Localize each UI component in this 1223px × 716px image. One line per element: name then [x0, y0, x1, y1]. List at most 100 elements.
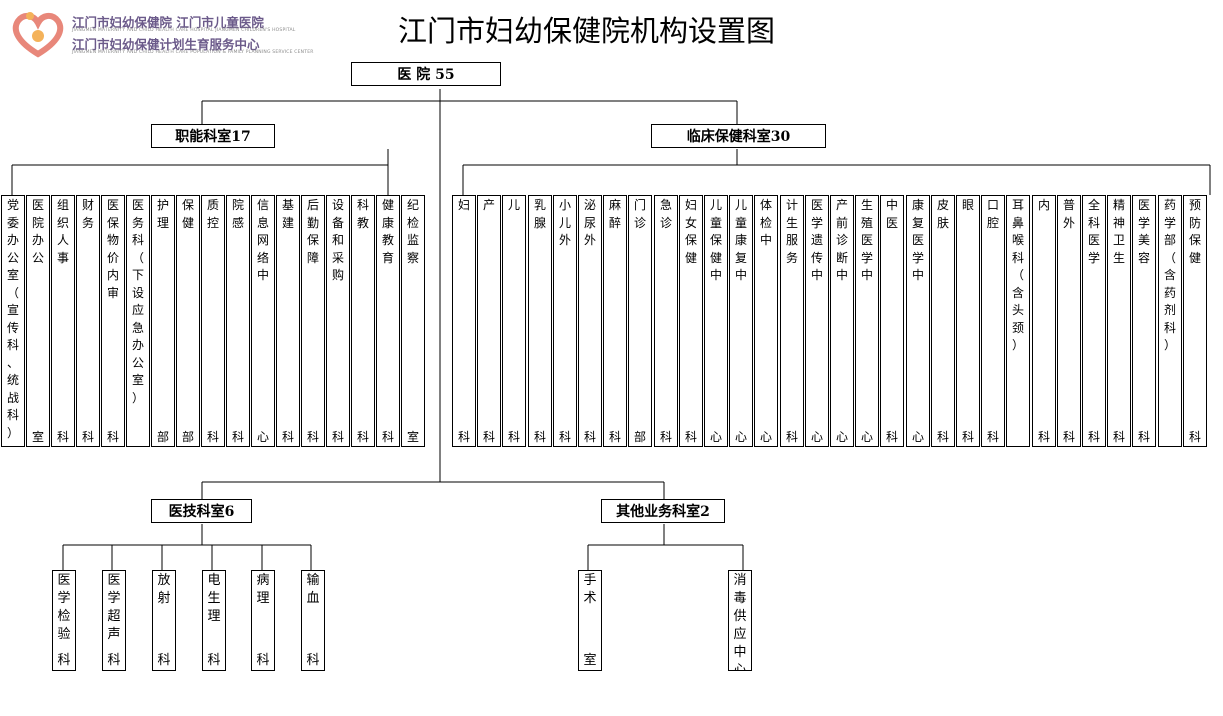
department-suffix: 科: [533, 429, 546, 444]
department-name: 放射: [157, 573, 171, 606]
department-suffix: 心: [759, 429, 772, 444]
department-box: 财务科: [76, 195, 100, 447]
department-box: 妇女保健科: [679, 195, 703, 447]
department-box: 输血科: [301, 570, 325, 671]
department-box: 耳鼻喉科（含头颈）: [1006, 195, 1030, 447]
department-box: 医务科（下设应急办公室）: [126, 195, 150, 447]
department-box: 泌尿外科: [578, 195, 602, 447]
department-name: 基建: [281, 198, 294, 230]
department-box: 妇科: [452, 195, 476, 447]
page-title: 江门市妇幼保健院机构设置图: [398, 14, 776, 48]
department-box: 科教科: [351, 195, 375, 447]
department-name: 眼: [961, 198, 974, 212]
department-suffix: 科: [157, 653, 171, 668]
logo-line-2-en: JIANGMEN MATERNITY AND CHILD HEALTH CARE…: [72, 50, 314, 55]
department-box: 中医科: [880, 195, 904, 447]
department-box: 眼科: [956, 195, 980, 447]
department-box: 产科: [477, 195, 501, 447]
department-name: 儿: [507, 198, 520, 212]
department-suffix: 科: [106, 429, 119, 444]
department-suffix: 科: [1137, 429, 1150, 444]
department-name: 护理: [156, 198, 169, 230]
department-name: 妇: [457, 198, 470, 212]
department-name: 财务: [81, 198, 94, 230]
department-name: 儿童康复中: [734, 198, 747, 282]
logo-line-1: 江门市妇幼保健院 江门市儿童医院: [72, 15, 264, 30]
department-name: 保健: [181, 198, 194, 230]
department-suffix: 科: [81, 429, 94, 444]
department-name: 中医: [885, 198, 898, 230]
department-name: 党委办公室（宣传科、统战科）: [6, 198, 19, 440]
department-box: 医保物价内审科: [101, 195, 125, 447]
department-name: 纪检监察: [406, 198, 419, 265]
department-box: 精神卫生科: [1107, 195, 1131, 447]
department-suffix: 科: [961, 429, 974, 444]
department-suffix: 心: [860, 429, 873, 444]
department-box: 信息网络中心: [251, 195, 275, 447]
department-suffix: 科: [306, 653, 320, 668]
department-name: 药学部（含药剂科）: [1163, 198, 1176, 352]
department-box: 产前诊断中心: [830, 195, 854, 447]
department-suffix: 科: [207, 653, 221, 668]
department-name: 耳鼻喉科（含头颈）: [1011, 198, 1024, 352]
department-name: 科教: [356, 198, 369, 230]
department-name: 康复医学中: [911, 198, 924, 282]
department-suffix: 科: [306, 429, 319, 444]
department-suffix: 科: [785, 429, 798, 444]
department-name: 后勤保障: [306, 198, 319, 265]
department-box: 医学超声科: [102, 570, 126, 671]
department-box: 药学部（含药剂科）: [1158, 195, 1182, 447]
department-box: 内科: [1032, 195, 1056, 447]
department-name: 病理: [256, 573, 270, 606]
department-name: 医院办公: [31, 198, 44, 265]
department-suffix: 科: [608, 429, 621, 444]
department-name: 医务科（下设应急办公室）: [131, 198, 144, 405]
department-suffix: 室: [406, 429, 419, 444]
department-box: 皮肤科: [931, 195, 955, 447]
department-name: 生殖医学中: [860, 198, 873, 282]
department-box: 党委办公室（宣传科、统战科）: [1, 195, 25, 447]
department-box: 乳腺科: [528, 195, 552, 447]
department-suffix: 心: [810, 429, 823, 444]
department-name: 输血: [306, 573, 320, 606]
department-suffix: 心: [709, 429, 722, 444]
department-name: 体检中: [759, 198, 772, 247]
department-box: 小儿外科: [553, 195, 577, 447]
department-suffix: 室: [583, 653, 597, 668]
department-name: 麻醉: [608, 198, 621, 230]
department-box: 设备和采购科: [326, 195, 350, 447]
department-suffix: 科: [56, 429, 69, 444]
department-suffix: 部: [633, 429, 646, 444]
department-suffix: 科: [1037, 429, 1050, 444]
department-suffix: 科: [381, 429, 394, 444]
department-suffix: 科: [206, 429, 219, 444]
department-suffix: 科: [1188, 429, 1201, 444]
department-name: 计生服务: [785, 198, 798, 265]
root-hospital-box: 医 院 55: [351, 62, 501, 86]
department-suffix: 心: [835, 429, 848, 444]
department-suffix: 科: [1112, 429, 1125, 444]
department-box: 儿童康复中心: [729, 195, 753, 447]
department-name: 医学检验: [57, 573, 71, 642]
department-name: 院感: [231, 198, 244, 230]
department-box: 儿童保健中心: [704, 195, 728, 447]
department-box: 质控科: [201, 195, 225, 447]
department-box: 院感科: [226, 195, 250, 447]
logo-line-2: 江门市妇幼保健计划生育服务中心: [72, 37, 260, 52]
department-name: 妇女保健: [684, 198, 697, 265]
department-box: 计生服务科: [780, 195, 804, 447]
department-suffix: 科: [885, 429, 898, 444]
department-box: 组织人事科: [51, 195, 75, 447]
department-name: 产前诊断中: [835, 198, 848, 282]
department-box: 儿科: [502, 195, 526, 447]
department-box: 放射科: [152, 570, 176, 671]
department-suffix: 室: [31, 429, 44, 444]
department-box: 口腔科: [981, 195, 1005, 447]
department-name: 信息网络中: [256, 198, 269, 282]
department-box: 医院办公室: [26, 195, 50, 447]
department-suffix: 科: [231, 429, 244, 444]
department-name: 产: [482, 198, 495, 212]
department-box: 医学遗传中心: [805, 195, 829, 447]
department-name: 医学美容: [1137, 198, 1150, 265]
department-box: 医学美容科: [1132, 195, 1156, 447]
